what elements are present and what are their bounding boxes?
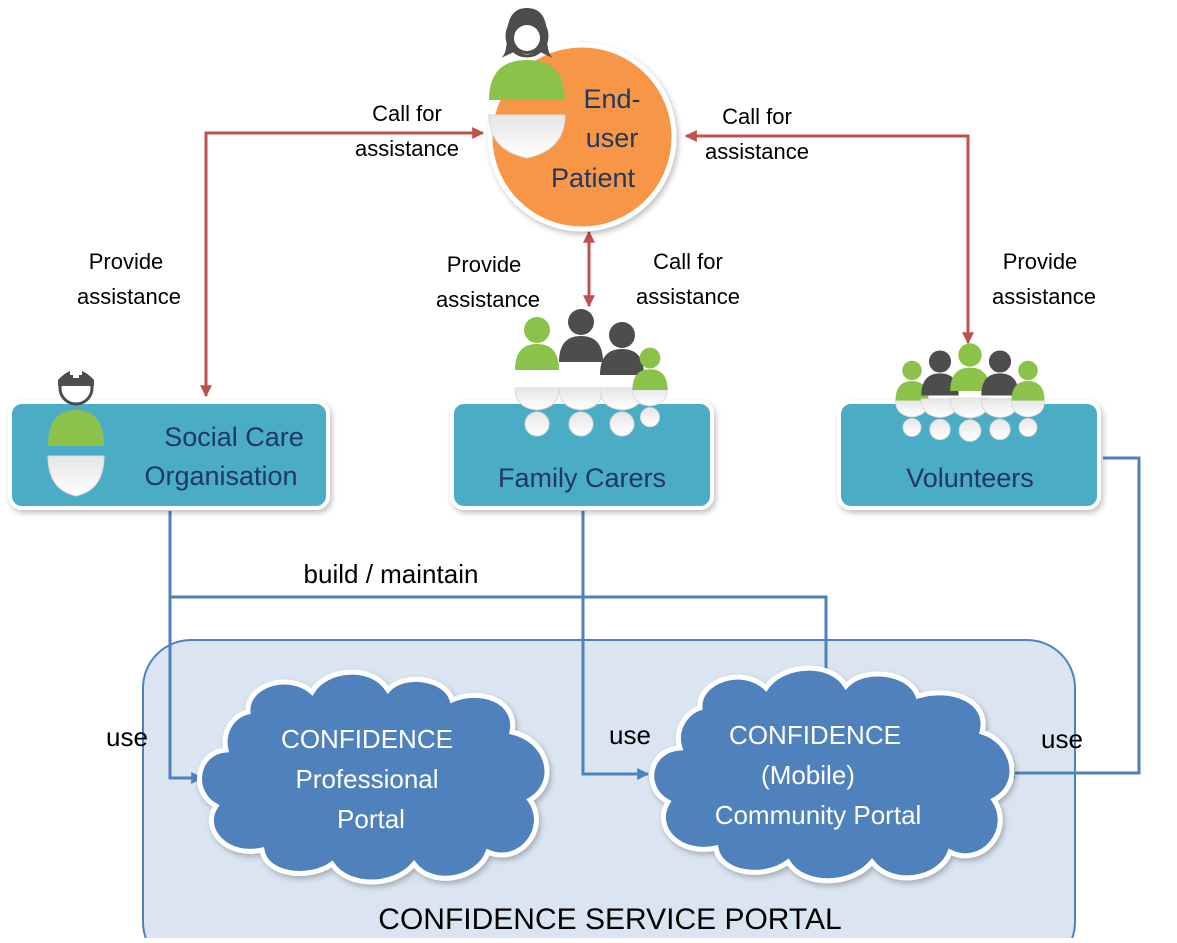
patient-label-3: Patient: [551, 163, 636, 193]
mid-call-label-2: assistance: [636, 284, 740, 309]
arrow-volunteers-use: [1002, 456, 1141, 779]
mid-provide-label-2: assistance: [436, 287, 540, 312]
right-provide-label-2: assistance: [992, 284, 1096, 309]
professional-portal-label-3: Portal: [337, 804, 405, 834]
use-mid-label: use: [609, 720, 651, 750]
usage-arrows: [168, 456, 1141, 784]
nurse-icon: [47, 366, 105, 497]
patient-node: End- user Patient: [487, 8, 677, 232]
volunteers-node: Volunteers: [837, 343, 1101, 510]
community-portal-cloud: CONFIDENCE (Mobile) Community Portal: [649, 665, 1015, 884]
family-carers-node: Family Carers: [450, 309, 714, 510]
right-call-label-2: assistance: [705, 139, 809, 164]
left-call-label-1: Call for: [372, 101, 442, 126]
volunteers-group-icon: [895, 343, 1045, 442]
use-left-label: use: [106, 722, 148, 752]
social-care-label-1: Social Care: [164, 422, 304, 452]
left-provide-label-1: Provide: [89, 249, 164, 274]
family-carers-label: Family Carers: [498, 463, 666, 493]
mid-provide-label-1: Provide: [447, 252, 522, 277]
volunteers-label: Volunteers: [906, 463, 1034, 493]
social-care-node: Social Care Organisation: [8, 366, 330, 510]
left-call-label-2: assistance: [355, 136, 459, 161]
patient-label-2: user: [586, 123, 639, 153]
community-portal-label-2: (Mobile): [761, 760, 855, 790]
arrow-social-care-patient: [200, 127, 485, 398]
community-portal-label-1: CONFIDENCE: [729, 720, 901, 750]
mid-call-label-1: Call for: [653, 249, 723, 274]
professional-portal-label-2: Professional: [295, 764, 438, 794]
right-call-label-1: Call for: [722, 104, 792, 129]
arrow-family-use: [581, 511, 650, 780]
service-portal-label: CONFIDENCE SERVICE PORTAL: [378, 903, 841, 936]
use-right-label: use: [1041, 724, 1083, 754]
edge-labels: Call for assistance Call for assistance …: [77, 101, 1096, 754]
community-portal-label-3: Community Portal: [715, 800, 922, 830]
assistance-arrows: [200, 127, 974, 398]
build-maintain-label: build / maintain: [304, 559, 479, 589]
arrow-social-care-use: [168, 511, 204, 784]
patient-label-1: End-: [583, 84, 640, 114]
arrow-build-maintain: [170, 595, 832, 683]
left-provide-label-2: assistance: [77, 284, 181, 309]
right-provide-label-1: Provide: [1003, 249, 1078, 274]
professional-portal-label-1: CONFIDENCE: [281, 724, 453, 754]
patient-person-icon: [488, 8, 566, 159]
family-group-icon: [514, 309, 668, 437]
arrow-volunteers-patient: [684, 130, 974, 345]
professional-portal-cloud: CONFIDENCE Professional Portal: [197, 669, 550, 885]
social-care-label-2: Organisation: [144, 461, 297, 491]
